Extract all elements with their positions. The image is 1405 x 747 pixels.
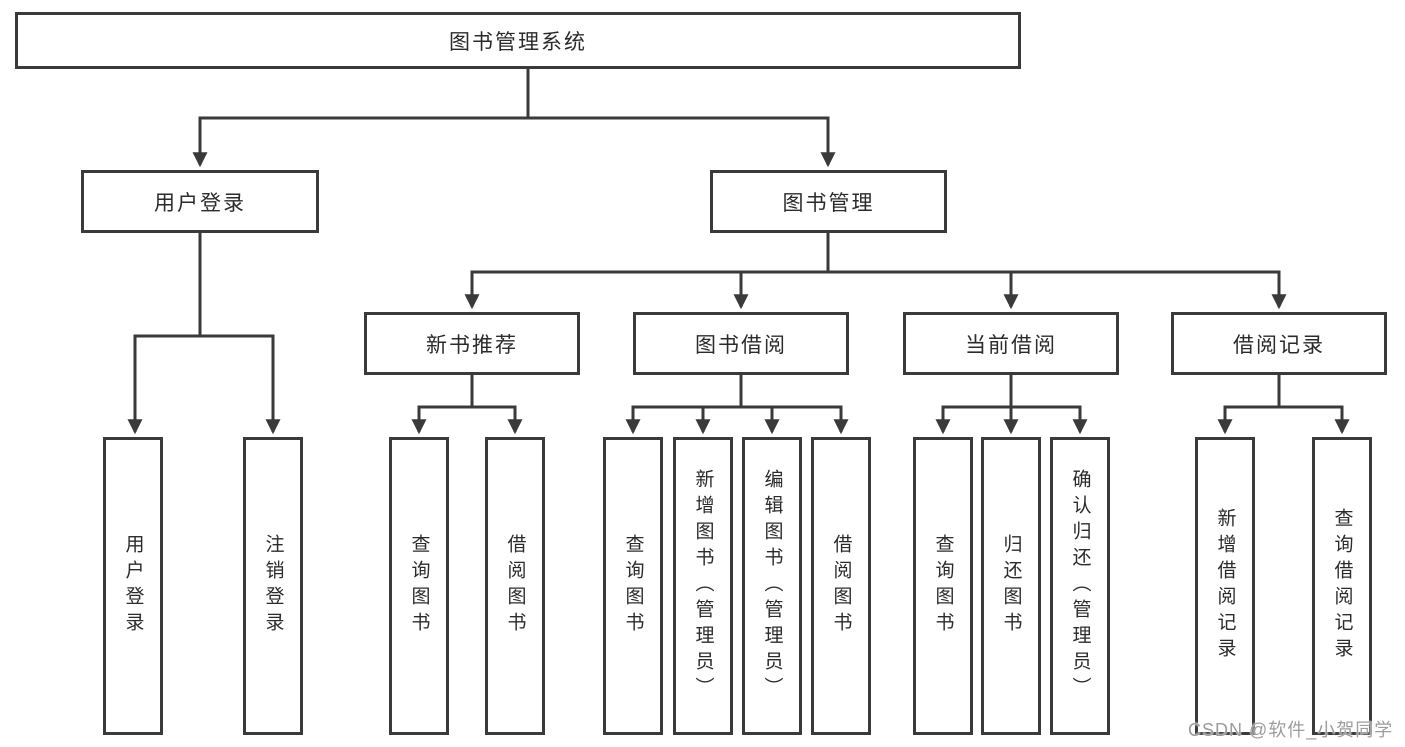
node-label: 当前借阅 — [965, 333, 1057, 357]
book-management-connectors — [464, 233, 1287, 310]
user-login-connectors — [127, 233, 281, 435]
node-new-book-recommend: 新书推荐 — [364, 312, 580, 375]
node-book-borrow: 图书借阅 — [633, 312, 849, 375]
leaf-label: 归还图书 — [1000, 534, 1022, 638]
node-book-management: 图书管理 — [710, 170, 947, 233]
node-library-management-system: 图书管理系统 — [15, 12, 1021, 69]
current-borrow-connectors — [935, 375, 1088, 435]
leaf-label: 查询图书 — [932, 534, 954, 638]
leaf-label: 借阅图书 — [830, 534, 852, 638]
node-current-borrow: 当前借阅 — [903, 312, 1119, 375]
leaf-add-borrow-record: 新增借阅记录 — [1195, 437, 1255, 735]
leaf-add-books-admin: 新增图书（管理员） — [673, 437, 733, 735]
leaf-logout: 注销登录 — [243, 437, 303, 735]
leaf-query-books-borrow: 查询图书 — [603, 437, 663, 735]
leaf-query-books-current: 查询图书 — [913, 437, 973, 735]
book-borrow-connectors — [625, 375, 849, 435]
leaf-borrow-books-recommend: 借阅图书 — [485, 437, 545, 735]
leaf-user-login: 用户登录 — [103, 437, 163, 735]
leaf-query-books-recommend: 查询图书 — [389, 437, 449, 735]
leaf-query-borrow-record: 查询借阅记录 — [1312, 437, 1372, 735]
leaf-label: 新增图书（管理员） — [692, 469, 714, 703]
leaf-confirm-return-admin: 确认归还（管理员） — [1050, 437, 1110, 735]
leaf-label: 查询借阅记录 — [1331, 508, 1353, 664]
leaf-edit-books-admin: 编辑图书（管理员） — [742, 437, 802, 735]
node-label: 图书管理 — [782, 191, 875, 215]
leaf-label: 编辑图书（管理员） — [761, 469, 783, 703]
leaf-return-books: 归还图书 — [981, 437, 1041, 735]
node-user-login: 用户登录 — [81, 170, 319, 233]
node-label: 借阅记录 — [1233, 333, 1325, 357]
borrow-records-connectors — [1217, 375, 1350, 435]
leaf-label: 新增借阅记录 — [1214, 508, 1236, 664]
leaf-label: 注销登录 — [262, 534, 284, 638]
new-book-recommend-connectors — [411, 375, 523, 435]
node-label: 用户登录 — [154, 191, 246, 215]
node-label: 图书借阅 — [695, 333, 787, 357]
node-label: 新书推荐 — [426, 333, 518, 357]
csdn-watermark: CSDN @软件_小贺同学 — [1188, 720, 1394, 740]
leaf-label: 确认归还（管理员） — [1069, 469, 1091, 703]
leaf-borrow-books: 借阅图书 — [811, 437, 871, 735]
leaf-label: 查询图书 — [622, 534, 644, 638]
leaf-label: 用户登录 — [122, 534, 144, 638]
root-to-level2-connectors — [192, 69, 836, 168]
leaf-label: 借阅图书 — [504, 534, 526, 638]
node-label: 图书管理系统 — [449, 30, 587, 54]
leaf-label: 查询图书 — [408, 534, 430, 638]
node-borrow-records: 借阅记录 — [1171, 312, 1387, 375]
